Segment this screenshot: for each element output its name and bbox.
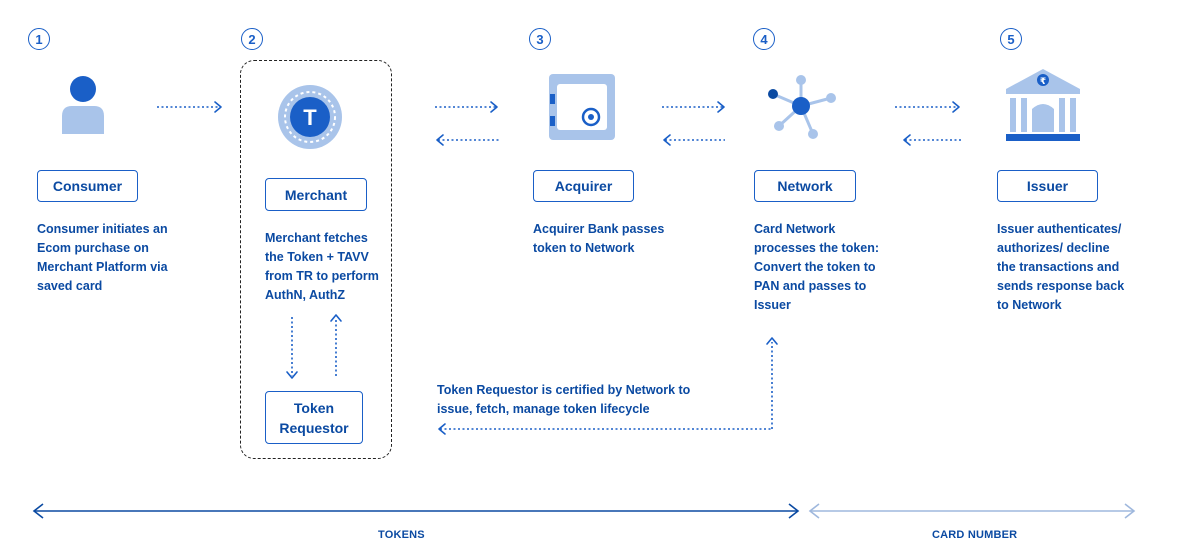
merchant-group-frame (240, 60, 392, 459)
merchant-description: Merchant fetches the Token + TAVV from T… (265, 231, 379, 302)
step-number-2: 2 (241, 28, 263, 50)
issuer-description: Issuer authenticates/ authorizes/ declin… (997, 222, 1125, 312)
step-number-4: 4 (753, 28, 775, 50)
network-label: Network (754, 170, 856, 202)
tokens-label: TOKENS (378, 529, 425, 541)
network-description: Card Network processes the token: Conver… (754, 222, 880, 312)
card-number-label: CARD NUMBER (932, 529, 1018, 541)
rupee-symbol: ₹ (1040, 77, 1046, 87)
network-nodes-icon (768, 75, 836, 139)
acquirer-description: Acquirer Bank passes token to Network (533, 222, 665, 255)
person-icon (62, 76, 104, 134)
token-requestor-label: Token Requestor (265, 391, 363, 444)
safe-vault-icon (549, 74, 615, 140)
step-number-3: 3 (529, 28, 551, 50)
merchant-label: Merchant (265, 178, 367, 211)
token-letter: T (303, 105, 317, 130)
issuer-label: Issuer (997, 170, 1098, 202)
consumer-description: Consumer initiates an Ecom purchase on M… (37, 222, 168, 293)
acquirer-label: Acquirer (533, 170, 634, 202)
token-coin-icon: T (278, 85, 342, 149)
step-number-5: 5 (1000, 28, 1022, 50)
consumer-label: Consumer (37, 170, 138, 202)
token-requestor-note: Token Requestor is certified by Network … (437, 383, 691, 416)
bank-building-icon: ₹ (1006, 69, 1080, 141)
step-number-1: 1 (28, 28, 50, 50)
